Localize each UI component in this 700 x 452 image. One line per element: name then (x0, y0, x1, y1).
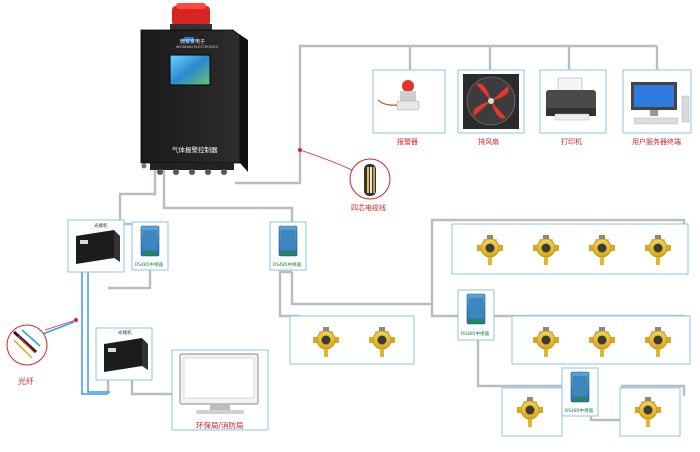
detector-group-middle-left (289, 315, 415, 365)
monitor-icon (171, 349, 269, 431)
fiber-cable-icon (6, 324, 48, 366)
repeater-label-4: RS485中继器 (565, 409, 594, 414)
rs485-repeater-2 (269, 221, 307, 271)
four-core-cable-icon (349, 158, 391, 200)
fiber-link (39, 272, 110, 395)
optical-transceiver-top (67, 219, 125, 273)
repeater-label-3: RS485中继器 (461, 332, 490, 337)
detector-group-bottom (501, 387, 681, 437)
repeater-label-2: RS485中继器 (273, 263, 302, 268)
transceiver-label-top: 光端机 (94, 224, 108, 229)
optical-transceiver-bottom (95, 327, 153, 381)
computer-terminal-icon (622, 69, 692, 134)
printer-icon (539, 69, 607, 134)
rs485-repeater-3 (457, 289, 495, 341)
output-label-printer: 打印机 (561, 138, 582, 146)
controller-brand-sub: WEIANAN ELECTRONICS (176, 45, 219, 49)
exhaust-fan-icon (457, 69, 525, 134)
repeater-label-1: RS485中继器 (135, 263, 164, 268)
output-label-fan: 排风扇 (478, 138, 499, 146)
output-label-terminal: 用户服务器终端 (632, 138, 681, 146)
fiber-label: 光纤 (18, 377, 34, 386)
cable-label: 四芯电缆线 (351, 204, 386, 212)
controller-brand: 微安安电子 (180, 39, 206, 45)
gas-alarm-controller (140, 3, 248, 175)
detector-group-middle-right (511, 315, 691, 365)
output-label-siren: 报警器 (397, 138, 418, 146)
rs485-repeater-1 (131, 221, 169, 271)
transceiver-label-bottom: 光端机 (118, 331, 132, 336)
detector-group-upper-right (451, 223, 689, 275)
controller-label: 气体报警控制器 (172, 146, 218, 154)
alarm-siren-icon (372, 69, 446, 134)
station-label: 环保局/消防局 (196, 421, 244, 430)
